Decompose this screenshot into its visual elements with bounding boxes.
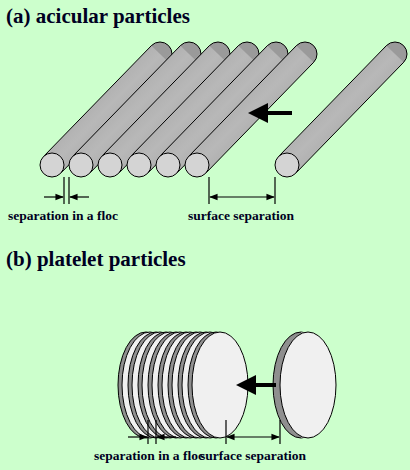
particle-face xyxy=(127,153,151,177)
panel-heading: (a) acicular particles xyxy=(6,5,190,28)
particle-face xyxy=(40,153,64,177)
dimension-label: surface separation xyxy=(200,449,306,464)
platelet-particle xyxy=(273,332,336,438)
platelet-particles xyxy=(118,332,336,438)
particle-body xyxy=(278,46,403,174)
particle-edge xyxy=(188,46,296,157)
dimension-label: separation in a floc xyxy=(94,449,204,464)
dimension-label: surface separation xyxy=(188,209,294,224)
particle-edge xyxy=(278,46,386,157)
approach-arrow xyxy=(240,113,292,385)
particle-face xyxy=(275,153,299,177)
panel-heading: (b) platelet particles xyxy=(6,248,186,271)
particle-face xyxy=(156,153,180,177)
dimension-label: separation in a floc xyxy=(8,209,118,224)
platelet-particle xyxy=(188,332,248,438)
acicular-particle xyxy=(275,42,407,177)
particle-face xyxy=(185,153,209,177)
particle-face xyxy=(192,332,248,438)
particle-edge xyxy=(296,62,404,173)
acicular-particles xyxy=(40,42,407,177)
particle-face xyxy=(98,153,122,177)
particle-face xyxy=(69,153,93,177)
particle-face xyxy=(280,332,336,438)
